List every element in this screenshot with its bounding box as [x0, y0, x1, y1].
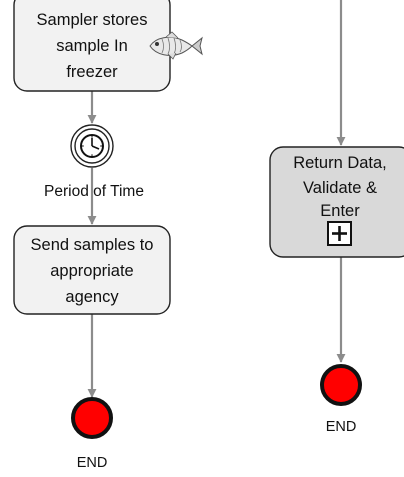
fish-icon — [149, 31, 203, 60]
task-send-line-3: agency — [65, 288, 119, 306]
task-send-samples[interactable]: Send samples to appropriate agency — [13, 225, 171, 315]
task-store-line-1: Sampler stores — [37, 11, 148, 29]
subprocess-line-1: Return Data, — [293, 154, 387, 172]
end-event-right-label: END — [326, 419, 357, 435]
task-send-line-2: appropriate — [50, 262, 133, 280]
plus-icon[interactable] — [327, 221, 352, 246]
end-event-left-label: END — [77, 455, 108, 471]
timer-event[interactable] — [70, 124, 114, 168]
clock-icon — [80, 134, 104, 158]
subprocess-return-data[interactable]: Return Data, Validate & Enter — [269, 146, 404, 258]
end-event-left[interactable] — [71, 397, 113, 439]
subprocess-line-2: Validate & — [303, 179, 377, 197]
subprocess-line-3: Enter — [320, 202, 360, 220]
task-store-line-3: freezer — [66, 63, 118, 81]
timer-event-label: Period of Time — [44, 183, 144, 200]
task-send-line-1: Send samples to — [31, 236, 154, 254]
end-event-right[interactable] — [320, 364, 362, 406]
task-sampler-stores-sample[interactable]: Sampler stores sample In freezer — [13, 0, 203, 92]
task-store-line-2: sample In — [56, 37, 128, 55]
